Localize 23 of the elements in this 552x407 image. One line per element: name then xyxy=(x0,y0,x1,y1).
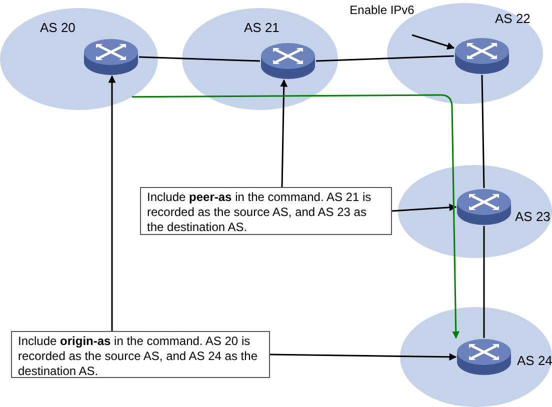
arrow xyxy=(412,34,455,50)
arrow xyxy=(132,94,460,339)
arrow xyxy=(270,353,457,361)
router-icon xyxy=(83,38,139,76)
link-line xyxy=(316,55,454,62)
as-label: AS 22 xyxy=(495,11,530,26)
link-line xyxy=(483,226,485,338)
router-icon xyxy=(456,188,512,226)
note-box: Include origin-as in the command. AS 20 is recorded as the source AS, and AS 24 as the destination AS. xyxy=(11,331,270,378)
link-line xyxy=(481,74,485,188)
as-label: AS 23 xyxy=(515,209,550,224)
as-label: AS 21 xyxy=(244,20,280,35)
callout-text: Enable IPv6 xyxy=(340,3,424,35)
as-label: AS 24 xyxy=(517,353,552,368)
arrow xyxy=(280,79,288,188)
arrow xyxy=(108,75,116,331)
router-icon xyxy=(454,37,510,75)
arrow xyxy=(392,204,457,212)
router-icon xyxy=(260,42,316,80)
note-box: Include peer-as in the command. AS 21 is recorded as the source AS, and AS 23 as the destination AS. xyxy=(140,187,392,235)
router-icon xyxy=(456,338,512,376)
link-line xyxy=(138,56,260,62)
as-label: AS 20 xyxy=(40,20,76,35)
